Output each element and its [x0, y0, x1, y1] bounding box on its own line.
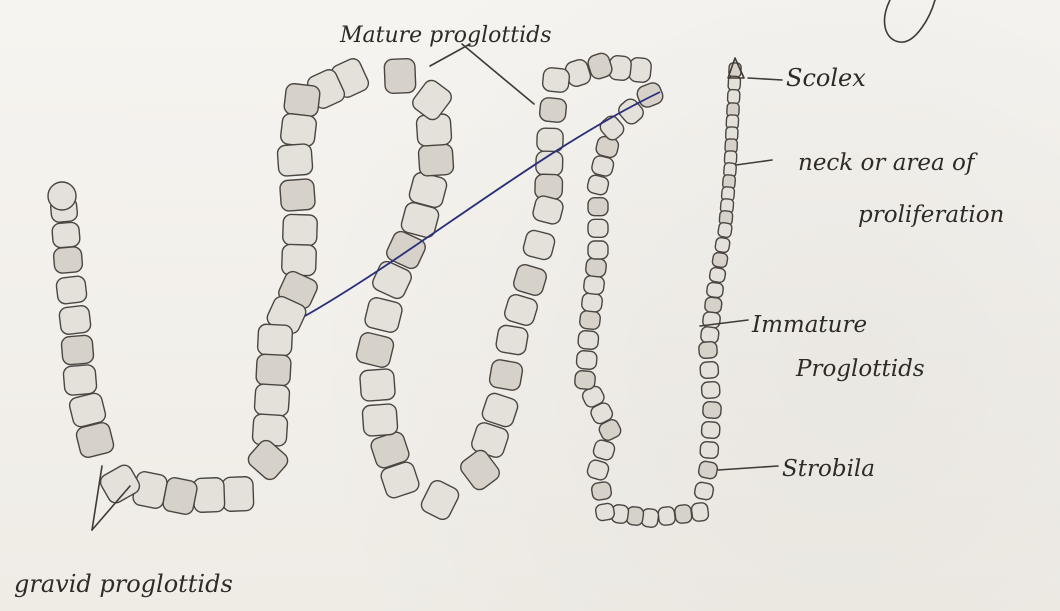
proglottid-segment: [715, 237, 731, 253]
proglottid-segment: [277, 144, 313, 177]
proglottid-segment: [52, 222, 81, 248]
proglottid-segment: [542, 67, 570, 93]
proglottid-segment: [61, 335, 94, 365]
proglottid-segment: [531, 194, 564, 225]
scolex-label: Scolex: [786, 64, 866, 92]
proglottid-segment: [279, 179, 315, 212]
proglottid-segment: [503, 293, 539, 327]
proglottid-segment: [727, 89, 740, 104]
proglottid-segment: [280, 113, 317, 147]
proglottid-segment: [574, 370, 595, 390]
neck-leader: [736, 160, 772, 165]
proglottid-segment: [691, 502, 709, 522]
proglottid-segment: [700, 361, 719, 378]
proglottid-segment: [592, 439, 616, 462]
proglottid-segment: [539, 97, 567, 123]
proglottid-segment: [583, 275, 605, 295]
scolex-leader: [748, 78, 782, 80]
proglottid-segment: [658, 506, 676, 526]
neck-label-line2: proliferation: [858, 202, 1004, 228]
gravid-proglottids-label: gravid proglottids: [14, 570, 233, 598]
proglottid-segment: [585, 257, 607, 277]
proglottid-segment: [586, 459, 610, 482]
proglottid-segment: [576, 350, 597, 370]
proglottid-segment: [579, 310, 601, 330]
tail-end: [48, 182, 76, 210]
proglottid-segment: [63, 364, 97, 395]
proglottid-segment: [628, 57, 652, 83]
proglottid-segment: [419, 478, 462, 522]
proglottid-segment: [495, 324, 529, 356]
proglottid-segment: [706, 282, 724, 298]
proglottid-segment: [698, 341, 717, 358]
proglottid-segment: [512, 263, 548, 297]
proglottid-segment: [256, 354, 292, 386]
proglottid-segment: [362, 404, 398, 437]
proglottid-segment: [717, 222, 732, 238]
proglottid-segment: [588, 241, 608, 259]
proglottid-segment: [283, 214, 318, 246]
proglottid-segment: [701, 421, 720, 438]
proglottid-segment: [282, 244, 317, 276]
proglottid-segment: [595, 503, 615, 522]
proglottid-segment: [591, 481, 613, 501]
proglottid-segment: [586, 174, 610, 196]
tapeworm-body: [48, 51, 744, 528]
proglottid-segment: [712, 252, 729, 268]
proglottid-segment: [535, 174, 563, 199]
proglottid-segment: [702, 401, 721, 418]
mature-proglottids-label: Mature proglottids: [339, 23, 551, 48]
proglottid-segment: [701, 381, 720, 398]
proglottid-segment: [283, 83, 320, 117]
proglottid-segment: [254, 384, 290, 417]
strobila-label: Strobila: [782, 456, 875, 482]
proglottid-segment: [56, 275, 88, 304]
proglottid-segment: [355, 331, 395, 369]
proglottid-segment: [363, 296, 403, 334]
proglottid-segment: [522, 229, 557, 261]
proglottid-segment: [674, 504, 692, 524]
immature-label-line2: Proglottids: [795, 356, 925, 382]
proglottid-segment: [709, 267, 726, 283]
proglottid-segment: [222, 476, 254, 511]
proglottid-segment: [581, 292, 603, 312]
proglottid-segment: [578, 330, 599, 350]
proglottid-segment: [588, 198, 608, 216]
proglottid-segment: [488, 359, 523, 392]
proglottid-segment: [700, 441, 719, 458]
proglottid-segment: [384, 58, 416, 93]
mature-leader-2: [462, 44, 534, 104]
proglottid-segment: [418, 144, 454, 177]
top-scribble: [885, 0, 935, 42]
proglottid-segment: [694, 481, 715, 500]
proglottid-segment: [588, 219, 608, 237]
immature-label-line1: Immature: [751, 312, 867, 338]
proglottid-segment: [53, 246, 83, 273]
strobila-leader: [718, 466, 778, 470]
proglottid-segment: [704, 297, 722, 314]
neck-label-line1: neck or area of: [798, 150, 978, 176]
proglottid-segment: [359, 369, 395, 402]
proglottid-segment: [59, 305, 92, 335]
proglottid-segment: [193, 477, 225, 512]
proglottid-segment: [257, 324, 293, 356]
proglottid-segment: [698, 460, 719, 479]
